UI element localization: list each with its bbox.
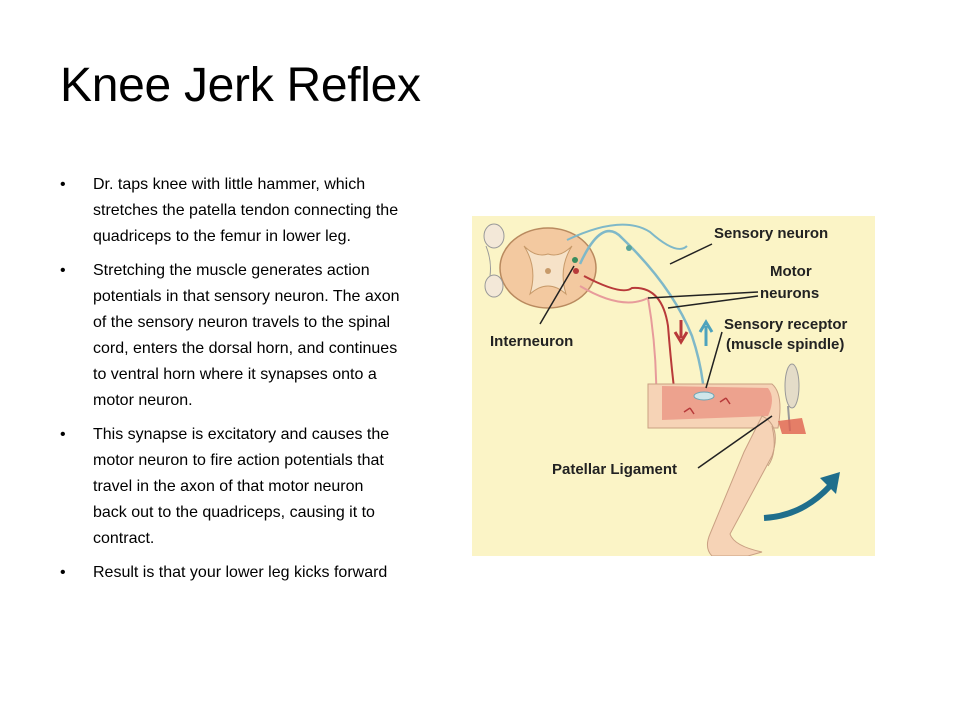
sensory-neuron-leader: [669, 243, 713, 265]
slide-title: Knee Jerk Reflex: [60, 59, 421, 112]
label-motor-line2: neurons: [760, 285, 819, 302]
bullet-icon: •: [60, 176, 66, 193]
bullet-item: • Dr. taps knee with little hammer, whic…: [60, 172, 400, 250]
bullet-text: Stretching the muscle generates action p…: [93, 262, 400, 409]
bullet-icon: •: [60, 262, 66, 279]
ganglion-icon: [626, 245, 632, 251]
reflex-diagram-svg: Sensory neuron Motor neurons Sensory rec…: [483, 223, 848, 556]
spinal-cord-illustration: [483, 223, 597, 309]
patellar-leader: [697, 415, 773, 469]
receptor-leader: [705, 331, 723, 389]
motor-neuron-leader-2: [667, 295, 759, 309]
bullet-item: • Result is that your lower leg kicks fo…: [60, 560, 400, 586]
bullet-list: • Dr. taps knee with little hammer, whic…: [60, 172, 400, 594]
reflex-diagram: Sensory neuron Motor neurons Sensory rec…: [472, 216, 875, 556]
label-motor-line1: Motor: [770, 263, 812, 280]
muscle-spindle-icon: [693, 391, 715, 401]
bullet-text: This synapse is excitatory and causes th…: [93, 426, 390, 547]
label-patellar-ligament: Patellar Ligament: [552, 461, 677, 478]
label-receptor-line2: (muscle spindle): [726, 336, 844, 353]
reflex-hammer-icon: [778, 363, 806, 434]
interneuron-leader: [539, 265, 575, 325]
bullet-icon: •: [60, 426, 66, 443]
label-sensory-neuron: Sensory neuron: [714, 225, 828, 242]
sensory-neuron-path: [578, 229, 706, 395]
bullet-item: • This synapse is excitatory and causes …: [60, 422, 400, 552]
bullet-text: Result is that your lower leg kicks forw…: [93, 564, 388, 581]
kick-arrow-icon: [763, 472, 840, 521]
bullet-text: Dr. taps knee with little hammer, which …: [93, 176, 399, 245]
label-receptor-line1: Sensory receptor: [724, 316, 848, 333]
motor-neuron-leader-1: [647, 291, 759, 299]
label-interneuron: Interneuron: [490, 333, 573, 350]
bullet-icon: •: [60, 564, 66, 581]
sensory-arrow-icon: [698, 319, 714, 346]
motor-arrow-icon: [673, 320, 689, 345]
motor-body-icon: [573, 268, 579, 274]
interneuron-body-icon: [572, 257, 578, 263]
bullet-item: • Stretching the muscle generates action…: [60, 258, 400, 414]
lower-leg-illustration: [706, 415, 776, 556]
